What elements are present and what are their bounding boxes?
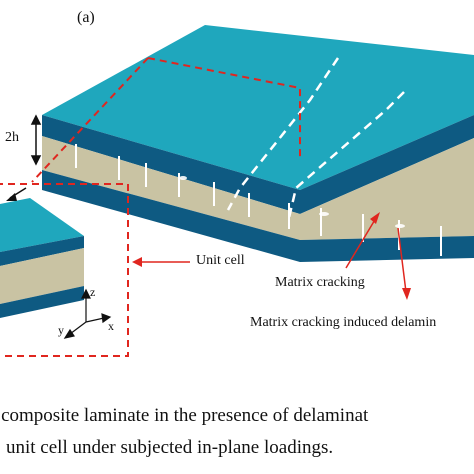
panel-label: (a) [77,9,95,26]
coordinate-axes [63,288,112,339]
matrix-cracking-delam-label: Matrix cracking induced delamin [250,315,437,330]
laminate-top-surface [42,25,474,190]
laminate-top-ply-front [42,115,474,214]
unit-cell-top [0,198,84,252]
unit-cell-box [0,183,129,357]
caption-line-1: f composite laminate in the presence of … [0,405,369,426]
unit-cell-ply-3 [0,286,84,318]
thickness-label: 2h [5,130,19,145]
delam-arrow [397,227,407,293]
zoom-arrow-head [6,193,17,201]
delam-arrow-head [402,288,411,300]
unit-cell-arrow-head [132,257,142,267]
figure-caption: f composite laminate in the presence of … [0,400,474,474]
crack-planes-dashed [226,57,405,223]
thickness-dimension [30,114,42,166]
unit-cell-outline-top [31,57,301,183]
unit-cell-ply-2 [0,248,84,304]
axis-x-label: x [108,319,114,333]
matrix-cracking-label: Matrix cracking [275,275,365,290]
axis-z-label: z [90,285,96,299]
laminate-bottom-ply-front [42,170,474,262]
laminate-figure: (a) 2h Unit cell Matrix cracking Matrix … [0,9,474,357]
matrix-cracking-arrow-head [370,212,380,224]
axis-y-label: y [58,323,64,337]
caption-line-2: unit cell under subjected in-plane loadi… [6,437,334,458]
matrix-cracking-arrow [345,217,377,269]
delamination-marks [179,176,405,228]
unit-cell-label: Unit cell [196,253,245,268]
laminate-middle-ply-front [42,136,474,240]
unit-cell-ply-1 [0,236,84,266]
laminate-illustration [0,25,474,357]
